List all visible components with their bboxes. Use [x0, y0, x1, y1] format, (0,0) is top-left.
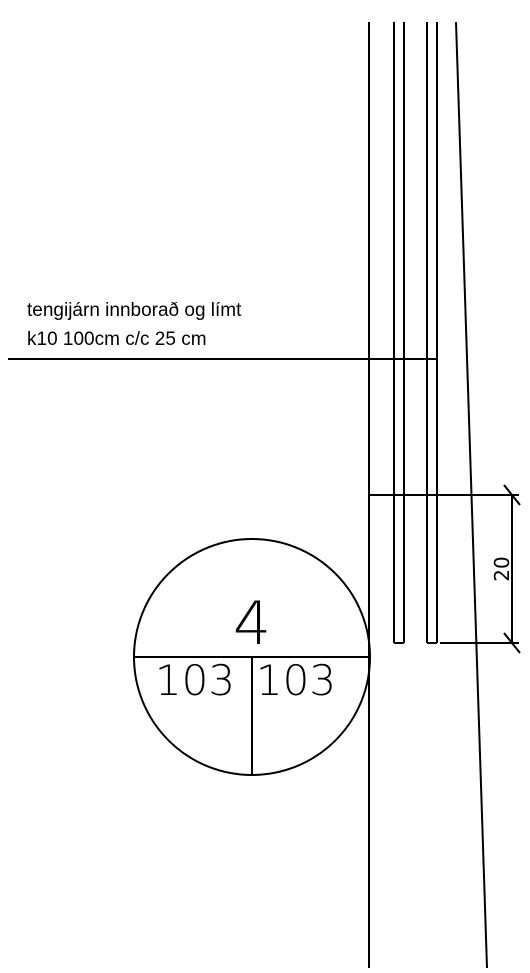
detail-tag-number: 4: [233, 589, 271, 659]
detail-tag-sheet-right: 103: [256, 656, 336, 705]
annotation-line-1: tengijárn innborað og límt: [27, 300, 242, 321]
detail-reference-tag: 4 103 103: [133, 538, 371, 776]
detail-tag-sheet-left: 103: [155, 656, 235, 705]
dimension-tick-bottom: [503, 632, 521, 654]
annotation-line-2: k10 100cm c/c 25 cm: [27, 329, 207, 350]
dimension-value: 20: [490, 556, 514, 581]
dimension-tick-top: [503, 484, 521, 506]
